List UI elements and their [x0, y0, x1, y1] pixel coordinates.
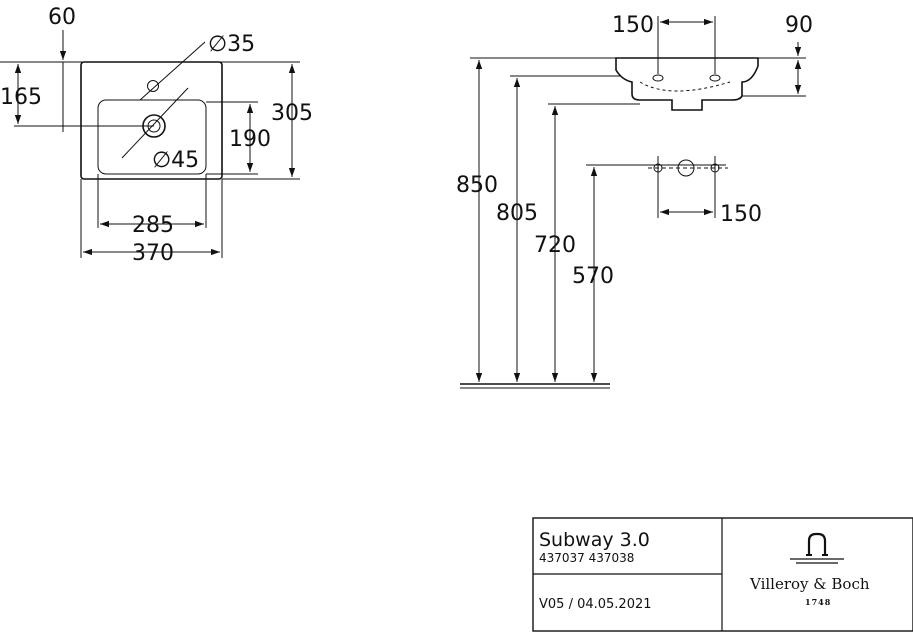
dim-bowl-width: 285: [132, 213, 174, 238]
dim-depth-to-tap: 165: [0, 85, 42, 110]
basin-side-outline: [615, 57, 759, 111]
basin-outline: [80, 61, 223, 180]
dim-tap-offset: 60: [48, 5, 76, 30]
brand-year: 1748: [805, 597, 831, 607]
dim-bowl-depth: 190: [229, 127, 271, 152]
dim-tap-spacing-wall: 150: [720, 202, 762, 227]
tap-hole: [147, 80, 159, 92]
drain-leader: [121, 87, 189, 159]
dim-720: 720: [534, 233, 576, 258]
tap-hole-right: [709, 74, 721, 82]
tap-leader: [139, 41, 206, 101]
bowl-hidden-line: [639, 81, 731, 92]
dim-805: 805: [496, 201, 538, 226]
title-block: Subway 3.0 437037 437038 V05 / 04.05.202…: [532, 517, 913, 632]
version-date: V05 / 04.05.2021: [539, 597, 652, 612]
dim-850: 850: [456, 173, 498, 198]
wall-hole-center: [677, 159, 695, 177]
article-numbers: 437037 437038: [539, 551, 634, 565]
tap-hole-left: [652, 74, 664, 82]
logo-faucet-icon: [807, 532, 827, 555]
dim-rim-height: 90: [785, 13, 813, 38]
dim-width: 370: [132, 241, 174, 266]
dim-drain-dia: ∅45: [152, 148, 199, 173]
dim-tap-dia: ∅35: [208, 32, 255, 57]
dim-tap-spacing-top: 150: [612, 13, 654, 38]
product-name: Subway 3.0: [539, 529, 650, 551]
dim-depth: 305: [271, 101, 313, 126]
dim-570: 570: [572, 264, 614, 289]
top-view: ∅35 ∅45 60 165 305 190 285 370: [0, 5, 313, 266]
brand-name: Villeroy & Boch: [749, 575, 870, 593]
brand-logo: Villeroy & Boch 1748: [749, 532, 870, 607]
side-view: 150 90 850 805 720 570 150: [456, 13, 813, 389]
bowl-outline: [97, 99, 207, 175]
